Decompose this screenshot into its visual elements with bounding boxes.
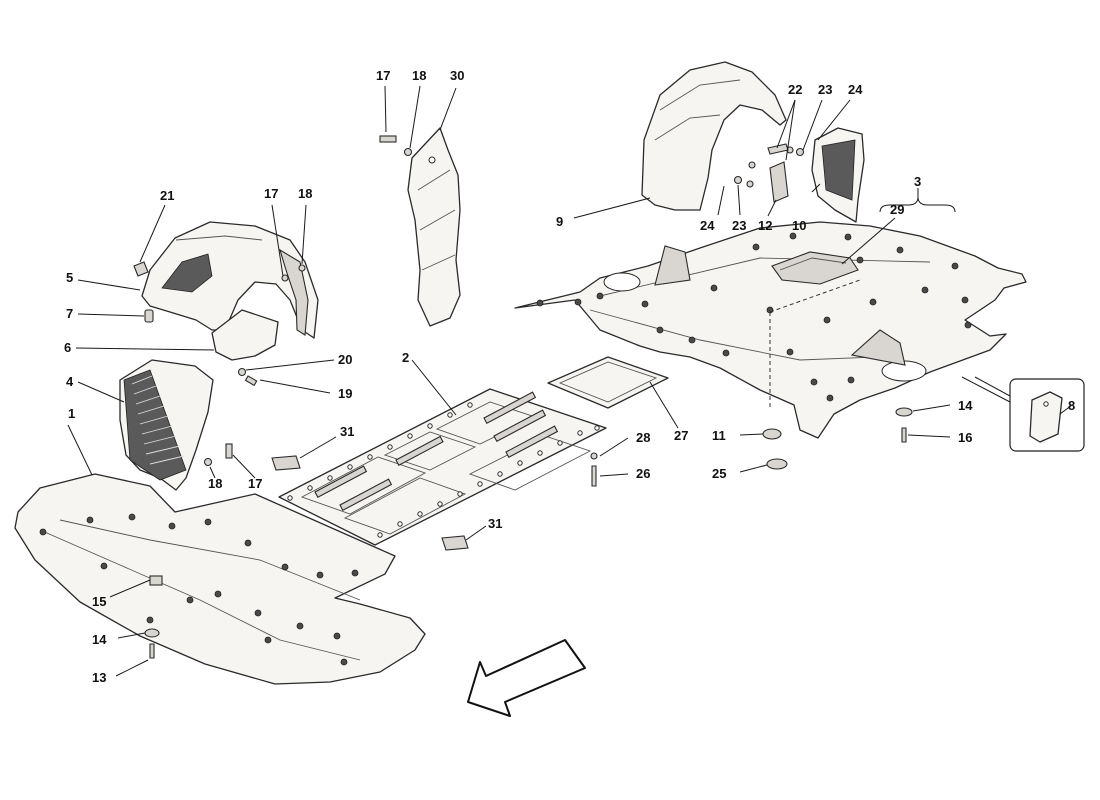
callout-26: 26	[636, 466, 650, 481]
callout-16: 16	[958, 430, 972, 445]
fasteners	[144, 135, 913, 659]
part-8-bracket-detail	[961, 376, 1085, 452]
callout-17-top: 17	[376, 68, 390, 83]
part-2-center-frame-plate	[278, 388, 607, 546]
callout-28: 28	[636, 430, 650, 445]
callout-13: 13	[92, 670, 106, 685]
callout-21: 21	[160, 188, 174, 203]
part-31-pads	[271, 455, 469, 551]
callout-2: 2	[402, 350, 409, 365]
callout-18-duct: 18	[208, 476, 222, 491]
callout-19: 19	[338, 386, 352, 401]
part-4-front-duct	[119, 359, 214, 491]
part-10-rear-duct	[811, 127, 865, 223]
callout-29: 29	[890, 202, 904, 217]
callout-24-bottom: 24	[700, 218, 715, 233]
callout-8: 8	[1068, 398, 1075, 413]
part-27-cover-plate	[547, 356, 669, 409]
callout-31-lower: 31	[488, 516, 502, 531]
callout-5: 5	[66, 270, 73, 285]
part-21-clip	[133, 261, 149, 277]
callout-7: 7	[66, 306, 73, 321]
callout-23-top: 23	[818, 82, 832, 97]
callout-14-rear: 14	[958, 398, 973, 413]
part-12-strip	[769, 161, 789, 203]
leader-lines	[67, 85, 1073, 677]
callout-22: 22	[788, 82, 802, 97]
callout-10: 10	[792, 218, 806, 233]
callout-11: 11	[712, 428, 726, 443]
callout-15: 15	[92, 594, 106, 609]
callout-17-arch: 17	[264, 186, 278, 201]
callout-25: 25	[712, 466, 726, 481]
callout-12: 12	[758, 218, 772, 233]
callout-30: 30	[450, 68, 464, 83]
callout-9: 9	[556, 214, 563, 229]
callout-27: 27	[674, 428, 688, 443]
callout-6: 6	[64, 340, 71, 355]
callout-23-bottom: 23	[732, 218, 746, 233]
callout-17-duct: 17	[248, 476, 262, 491]
part-7-clip	[144, 309, 154, 323]
callout-1: 1	[68, 406, 75, 421]
callout-20: 20	[338, 352, 352, 367]
front-direction-arrow	[467, 639, 586, 717]
part-9-rear-wheel-arch-liner	[641, 61, 787, 211]
callout-31-center: 31	[340, 424, 354, 439]
part-30-heat-shield	[407, 127, 461, 327]
callout-3: 3	[914, 174, 921, 189]
callout-18-arch: 18	[298, 186, 312, 201]
callout-4: 4	[66, 374, 74, 389]
part-6-splash-shield	[211, 309, 279, 361]
callout-labels: 1 2 3 4 5 6 7 8 9 10 11 12 13 14 14 15 1…	[64, 68, 1075, 685]
part-3-rear-undertray	[514, 196, 1027, 439]
part-1-front-undertray	[14, 473, 426, 685]
callout-24-top: 24	[848, 82, 863, 97]
callout-18-top: 18	[412, 68, 426, 83]
callout-14-front: 14	[92, 632, 107, 647]
